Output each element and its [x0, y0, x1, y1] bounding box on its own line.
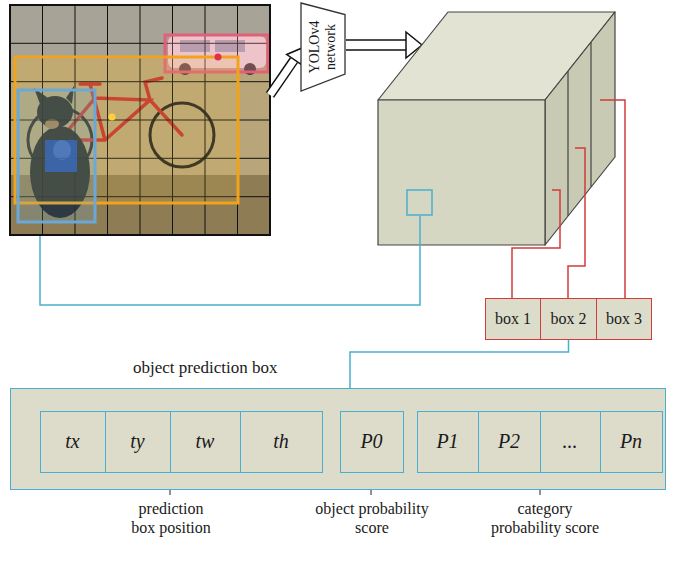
vector-title: object prediction box — [133, 358, 277, 378]
vector-cell: P2 — [478, 411, 541, 473]
network-trapezoid: YOLOv4 network — [300, 2, 346, 92]
node-label: P1 — [436, 430, 458, 453]
vector-cell: tx — [40, 411, 106, 473]
connector — [350, 340, 569, 388]
annotation-label: object probability score — [315, 499, 429, 537]
anchor-box: box 1 — [485, 298, 541, 340]
vector-cell: th — [240, 411, 323, 473]
node-label: P2 — [498, 430, 520, 453]
node-label: tw — [196, 430, 215, 453]
node-label: ... — [563, 430, 578, 453]
node-label: box 1 — [495, 310, 531, 328]
vector-cell: P1 — [417, 411, 479, 473]
hollow-arrow — [270, 48, 302, 95]
cell-link-line — [40, 216, 420, 305]
node-label: box 3 — [606, 310, 642, 328]
node-label: box 2 — [551, 310, 587, 328]
output-tensor — [378, 12, 615, 245]
double-arrow — [346, 32, 422, 58]
node-label: tx — [65, 430, 79, 453]
anchor-box: box 3 — [596, 298, 652, 340]
vector-cell: ... — [540, 411, 601, 473]
annotation-label: category probability score — [485, 499, 605, 537]
trapezoid-shape — [301, 3, 345, 91]
annotation-label: prediction box position — [125, 499, 217, 537]
grid-cell-marker — [407, 190, 432, 215]
node-label: ty — [130, 430, 144, 453]
node-label: Pn — [620, 430, 642, 453]
photo-frame — [10, 5, 270, 235]
anchor-lines — [512, 100, 625, 298]
node-label: P0 — [360, 430, 382, 453]
node-label: th — [273, 430, 289, 453]
vector-cell: P0 — [340, 411, 404, 473]
vector-cell: ty — [105, 411, 171, 473]
vector-cell: tw — [170, 411, 241, 473]
anchor-box: box 2 — [540, 298, 597, 340]
vector-cell: Pn — [600, 411, 663, 473]
photo — [10, 5, 270, 235]
node-label: YOLOv4 network — [307, 5, 339, 89]
prediction-vector: object prediction boxtxtytwthP0P1P2...Pn — [10, 388, 666, 490]
